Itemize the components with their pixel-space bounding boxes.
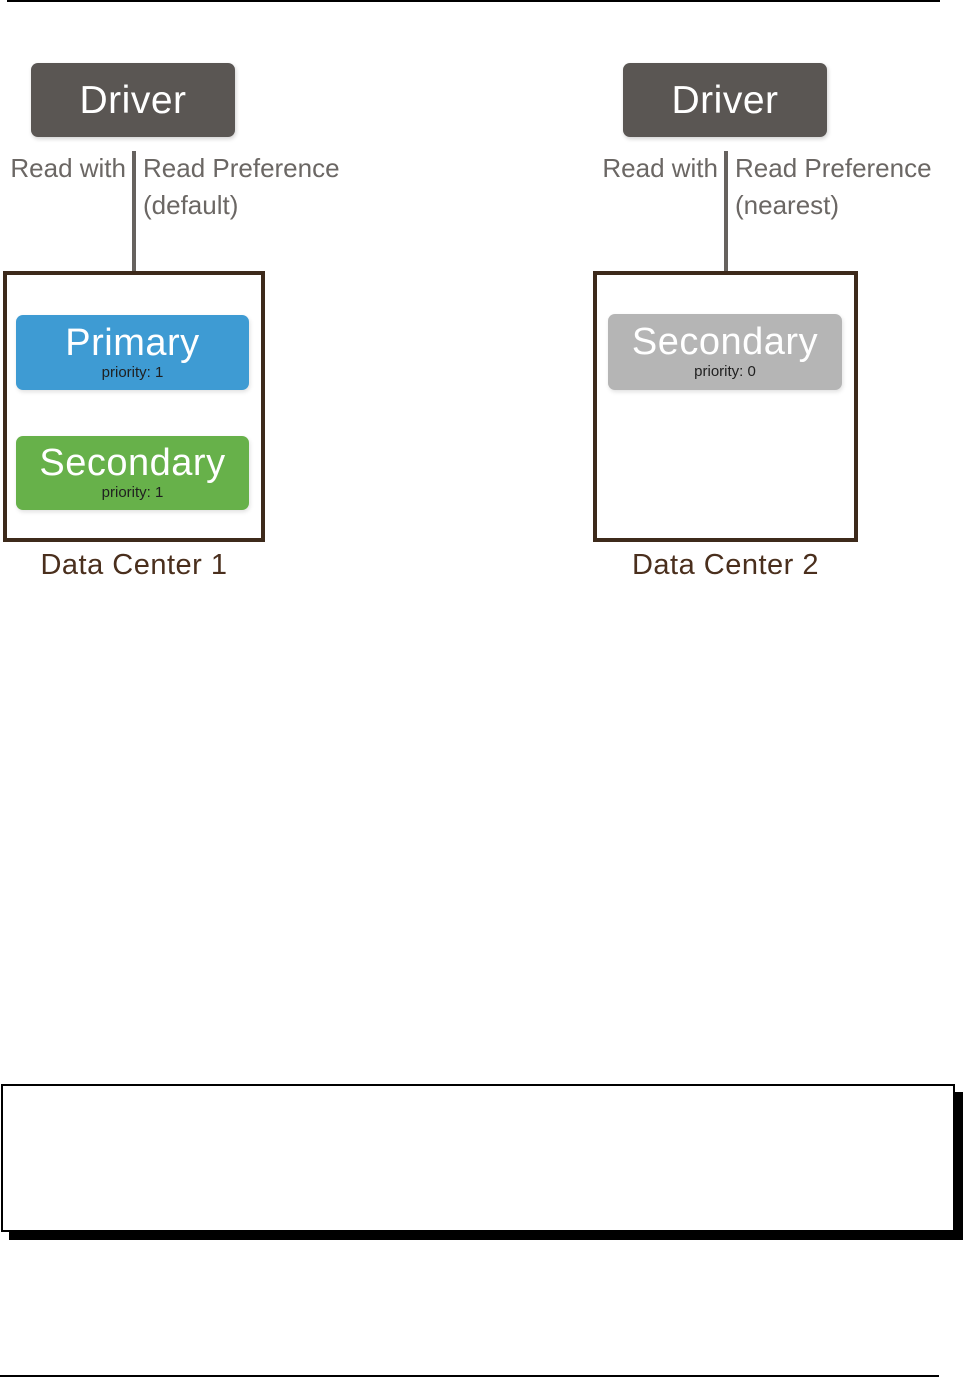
driver-label: Driver xyxy=(79,78,187,122)
primary-node: Primary priority: 1 xyxy=(16,315,249,390)
top-rule xyxy=(7,0,940,2)
data-center-1-label: Data Center 1 xyxy=(40,549,228,581)
read-with-label-left: Read with xyxy=(10,153,126,183)
node-priority: priority: 1 xyxy=(101,484,164,502)
note-box xyxy=(1,1084,955,1232)
secondary-node-dc1: Secondary priority: 1 xyxy=(16,436,249,510)
secondary-node-dc2: Secondary priority: 0 xyxy=(608,314,842,390)
node-priority: priority: 0 xyxy=(694,363,756,381)
down-arrow-line-right xyxy=(724,151,728,297)
driver-label: Driver xyxy=(671,78,779,122)
bottom-rule xyxy=(0,1375,939,1377)
down-arrow-line-left xyxy=(132,151,136,297)
node-label: Primary xyxy=(65,321,200,364)
data-center-2-label: Data Center 2 xyxy=(631,549,820,581)
node-label: Secondary xyxy=(631,321,819,364)
node-label: Secondary xyxy=(39,442,226,485)
read-preference-label-left: Read Preference (default) xyxy=(143,150,340,224)
read-preference-mode: (nearest) xyxy=(735,190,840,220)
read-preference-text: Read Preference xyxy=(735,153,932,183)
read-preference-mode: (default) xyxy=(143,190,239,220)
node-priority: priority: 1 xyxy=(101,363,164,381)
data-center-2-box xyxy=(593,271,858,542)
driver-box-left: Driver xyxy=(31,63,235,137)
driver-box-right: Driver xyxy=(623,63,827,137)
read-preference-label-right: Read Preference (nearest) xyxy=(735,150,932,224)
read-preference-text: Read Preference xyxy=(143,153,340,183)
read-with-label-right: Read with xyxy=(602,153,718,183)
